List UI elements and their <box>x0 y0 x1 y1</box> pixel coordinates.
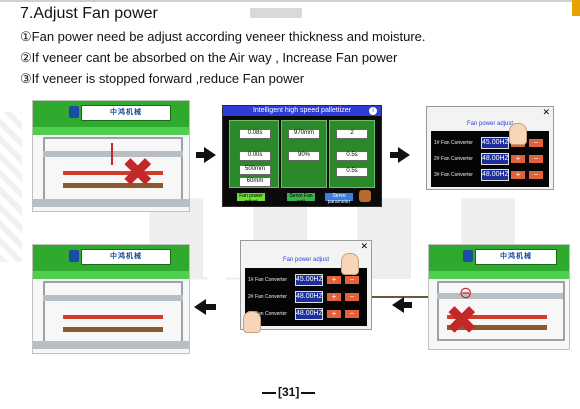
hmi-main-screen: Intelligent high speed pallettizer i 0.0… <box>222 105 382 207</box>
pointing-hand-icon <box>341 253 359 275</box>
flow-arrow-left-icon <box>194 299 206 315</box>
flow-arrow-right-icon <box>398 147 410 163</box>
page-number: [31] <box>260 385 317 399</box>
fan-2-label: 2# Fan Converter <box>248 294 287 300</box>
watermark-side-pattern <box>0 112 22 262</box>
hmi-param-group-3: 2 0.5s 0.5s <box>329 120 375 188</box>
fan-3-increase-button[interactable]: + <box>327 310 341 318</box>
flow-arrow-3-shaft <box>404 302 412 308</box>
machine-illustration-2: 中鸿机械 <box>32 244 190 354</box>
corner-tab <box>572 0 580 16</box>
page-number-value: 31 <box>282 385 296 399</box>
fan-1-value[interactable]: 45.00HZ <box>481 137 509 149</box>
fan-3-increase-button[interactable]: + <box>511 171 525 179</box>
fan-1-decrease-button[interactable]: − <box>529 139 543 147</box>
servo-parameter-button[interactable]: Servo parameter <box>325 193 353 205</box>
fan-power-window-1: ✕ Fan power adjust 1# Fan Converter 45.0… <box>426 106 554 190</box>
fan-2-decrease-button[interactable]: − <box>529 155 543 163</box>
machine-logo-icon <box>69 250 79 262</box>
close-icon[interactable]: ✕ <box>360 241 368 251</box>
fan-2-increase-button[interactable]: + <box>327 293 341 301</box>
instruction-1: ①Fan power need be adjust according vene… <box>20 29 426 44</box>
machine-logo-icon <box>69 106 79 118</box>
fan-3-value[interactable]: 48.00HZ <box>295 308 323 320</box>
pointing-hand-icon <box>509 123 527 145</box>
fan-1-label: 1# Fan Converter <box>248 277 287 283</box>
tools-icon[interactable] <box>359 190 371 202</box>
machine-illustration-3: 中鸿机械 ⊖ ✖ <box>428 244 570 350</box>
info-icon[interactable]: i <box>369 107 377 115</box>
hmi-param-group-1: 0.08s 0.00s 500mm 60mm <box>229 120 279 188</box>
fan-1-label: 1# Fan Converter <box>434 140 473 146</box>
flow-arrow-1-shaft <box>196 152 204 158</box>
hmi-value-6[interactable]: 0.5s <box>336 151 368 161</box>
machine-illustration-1: 中鸿机械 ✖ <box>32 100 190 212</box>
flow-arrow-right-icon <box>204 147 216 163</box>
machine-sign: 中鸿机械 <box>81 105 171 121</box>
fan-2-label: 2# Fan Converter <box>434 156 473 162</box>
close-icon[interactable]: ✕ <box>542 107 550 117</box>
fan-3-decrease-button[interactable]: − <box>529 171 543 179</box>
fan-3-label: 3# Fan Converter <box>248 311 287 317</box>
fan-power-panel: 1# Fan Converter 45.00HZ + − 2# Fan Conv… <box>431 131 549 187</box>
instruction-3: ③If veneer is stopped forward ,reduce Fa… <box>20 71 305 86</box>
fan-power-adjust-button[interactable]: Fan power adjust <box>237 193 265 205</box>
machine-logo-icon <box>463 250 473 262</box>
fan-power-panel: 1# Fan Converter 45.00HZ + − 2# Fan Conv… <box>245 268 367 326</box>
instruction-2: ②If veneer cant be absorbed on the Air w… <box>20 50 398 65</box>
fan-2-decrease-button[interactable]: − <box>345 293 359 301</box>
machine-sign: 中鸿机械 <box>81 249 171 265</box>
stop-x-icon: ✖ <box>445 298 479 344</box>
hmi-value-3[interactable]: 2 <box>336 129 368 139</box>
fan-2-value[interactable]: 48.00HZ <box>295 291 323 303</box>
hmi-value-1[interactable]: 0.08s <box>239 129 271 139</box>
fan-3-value[interactable]: 48.00HZ <box>481 169 509 181</box>
stop-x-icon: ✖ <box>121 150 155 196</box>
fan-2-increase-button[interactable]: + <box>511 155 525 163</box>
flow-arrow-4-shaft <box>206 304 216 310</box>
fan-1-value[interactable]: 45.00HZ <box>295 274 323 286</box>
hmi-value-5[interactable]: 90% <box>288 151 320 161</box>
hmi-param-group-2: 970mm 90% <box>281 120 327 188</box>
fan-3-label: 3# Fan Converter <box>434 172 473 178</box>
stop-circle-icon: ⊖ <box>459 285 473 302</box>
page-title: 7.Adjust Fan power <box>20 5 158 22</box>
blurred-header-text <box>250 8 302 18</box>
fan-2-value[interactable]: 48.00HZ <box>481 153 509 165</box>
servo-fan-sett-button[interactable]: Servo Fan sett <box>287 193 315 205</box>
header-rule <box>0 0 580 2</box>
hmi-value-2[interactable]: 970mm <box>288 129 320 139</box>
machine-sign: 中鸿机械 <box>475 249 557 265</box>
fan-power-window-2: ✕ Fan power adjust 1# Fan Converter 45.0… <box>240 240 372 333</box>
fan-3-decrease-button[interactable]: − <box>345 310 359 318</box>
hmi-value-4[interactable]: 0.00s <box>239 151 271 161</box>
fan-power-title: Fan power adjust <box>466 121 514 127</box>
hmi-value-7[interactable]: 500mm <box>239 165 271 175</box>
hmi-main-title: Intelligent high speed pallettizer <box>223 106 381 116</box>
flow-arrow-2-shaft <box>390 152 398 158</box>
pointing-hand-icon <box>243 311 261 333</box>
fan-power-title: Fan power adjust <box>282 257 330 263</box>
fan-1-increase-button[interactable]: + <box>327 276 341 284</box>
fan-1-decrease-button[interactable]: − <box>345 276 359 284</box>
flow-arrow-left-icon <box>392 297 404 313</box>
down-arrow-icon <box>111 143 113 165</box>
hmi-value-8[interactable]: 0.5s <box>336 167 368 177</box>
hmi-value-9[interactable]: 60mm <box>239 177 271 187</box>
